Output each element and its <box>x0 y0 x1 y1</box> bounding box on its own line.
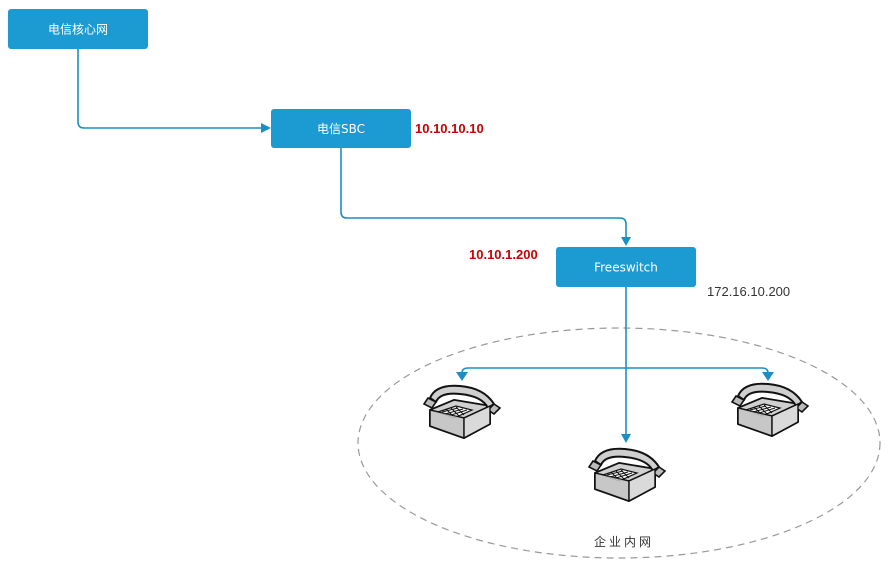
desk-phone-icon[interactable] <box>731 382 809 437</box>
edge-freeswitch-to-phone-right <box>626 367 769 374</box>
node-sbc-label: 电信SBC <box>317 122 365 136</box>
freeswitch-ip-external: 10.10.1.200 <box>469 247 538 262</box>
arrowhead-freeswitch <box>621 237 631 246</box>
arrowhead-phone-right <box>762 372 774 381</box>
edge-core-to-sbc <box>77 49 262 129</box>
edge-arrowheads <box>261 123 774 443</box>
desk-phone-icon[interactable] <box>423 384 501 439</box>
node-core-network-label: 电信核心网 <box>48 23 108 37</box>
arrowhead-sbc <box>261 123 271 133</box>
enterprise-zone-boundary <box>357 327 881 559</box>
edge-sbc-to-freeswitch <box>340 148 627 238</box>
node-freeswitch-label: Freeswitch <box>594 261 658 275</box>
enterprise-zone-label: 企业内网 <box>594 534 654 549</box>
freeswitch-ip-internal: 172.16.10.200 <box>707 284 790 299</box>
node-freeswitch[interactable]: Freeswitch <box>556 247 696 287</box>
connection-edges <box>77 49 769 436</box>
node-core-network[interactable]: 电信核心网 <box>8 9 148 49</box>
edge-freeswitch-to-phone-left <box>461 367 626 374</box>
node-sbc[interactable]: 电信SBC <box>271 109 411 148</box>
sbc-ip-address: 10.10.10.10 <box>415 121 484 136</box>
desk-phone-icon[interactable] <box>588 447 666 502</box>
arrowhead-phone-left <box>456 372 468 381</box>
arrowhead-phone-center <box>621 434 631 443</box>
